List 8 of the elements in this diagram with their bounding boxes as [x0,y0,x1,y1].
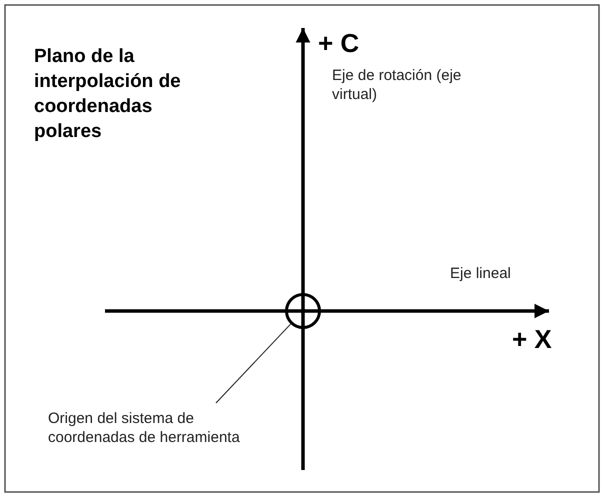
axis-label: + X [512,324,552,354]
axis-label: + C [318,28,360,58]
axis-caption: Eje lineal [450,264,511,283]
leader-line [216,324,292,404]
origin-circle [285,293,321,329]
axis-caption: Eje de rotación (eje virtual) [332,66,462,104]
origin-callout-text: Origen del sistema de coordenadas de herramienta [48,409,248,447]
diagram-title: Plano de la interpolación de coordenadas polares [34,45,182,144]
